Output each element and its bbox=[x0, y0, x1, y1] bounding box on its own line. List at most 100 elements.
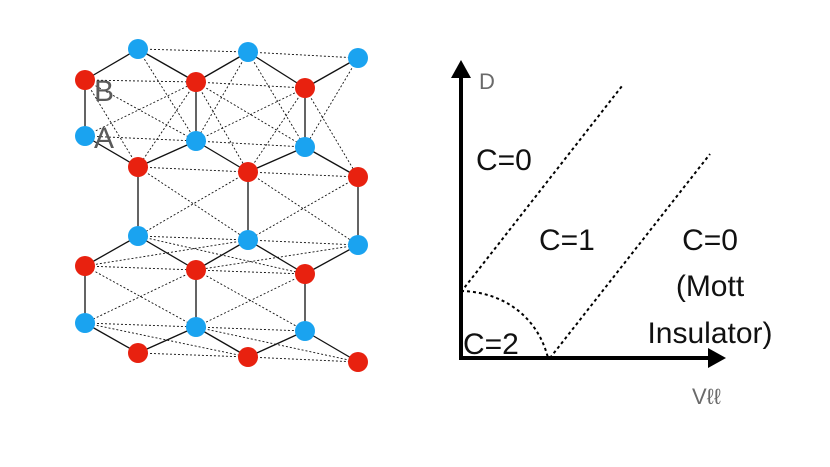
nearest-neighbor-bond bbox=[304, 146, 359, 178]
second-neighbor-bond bbox=[195, 140, 306, 148]
nearest-neighbor-bond bbox=[304, 57, 359, 89]
site-a bbox=[128, 226, 148, 246]
second-neighbor-bond bbox=[84, 79, 139, 168]
site-a bbox=[186, 131, 206, 151]
site-b bbox=[186, 260, 206, 280]
nearest-neighbor-bond bbox=[137, 140, 197, 168]
nearest-neighbor-bond bbox=[247, 51, 306, 89]
second-neighbor-bond bbox=[137, 48, 197, 142]
nearest-neighbor-bond bbox=[247, 146, 306, 173]
second-neighbor-bond bbox=[137, 166, 249, 173]
site-a bbox=[238, 230, 258, 250]
nearest-neighbor-bond bbox=[304, 244, 359, 275]
second-neighbor-bond bbox=[137, 166, 249, 241]
second-neighbor-bond bbox=[195, 269, 306, 275]
second-neighbor-bond bbox=[195, 51, 249, 142]
phase-diagram: D Vℓℓ C=0 C=1 C=0 (Mott Insulator) C=2 bbox=[451, 60, 773, 409]
second-neighbor-bond bbox=[137, 171, 249, 237]
second-neighbor-bond bbox=[137, 81, 197, 168]
lattice-sites bbox=[75, 39, 368, 372]
second-neighbor-bond bbox=[195, 273, 306, 328]
site-a bbox=[295, 137, 315, 157]
nearest-neighbor-bond bbox=[137, 235, 197, 271]
site-a bbox=[128, 39, 148, 59]
nearest-neighbor-bond bbox=[84, 235, 139, 267]
phase-label-c0-left: C=0 bbox=[476, 144, 532, 177]
nearest-neighbor-bond bbox=[247, 330, 306, 358]
second-neighbor-bond bbox=[137, 48, 249, 53]
sublattice-label-b: B bbox=[94, 75, 114, 108]
second-neighbor-bond bbox=[84, 81, 197, 137]
second-neighbor-bond bbox=[304, 87, 359, 178]
y-axis-arrow-icon bbox=[451, 60, 471, 78]
site-a bbox=[75, 313, 95, 333]
phase-label-c0-right: C=0 bbox=[682, 224, 738, 257]
second-neighbor-bond bbox=[247, 51, 306, 148]
x-axis-label: Vℓℓ bbox=[692, 384, 722, 409]
site-b bbox=[75, 70, 95, 90]
honeycomb-lattice: B A bbox=[75, 39, 368, 372]
phase-label-insulator: Insulator) bbox=[647, 317, 772, 350]
site-a bbox=[186, 317, 206, 337]
phase-label-c1: C=1 bbox=[539, 224, 595, 257]
nearest-neighbor-bond bbox=[84, 48, 139, 81]
nearest-neighbor-bond bbox=[247, 239, 306, 275]
second-neighbor-bond bbox=[84, 79, 197, 83]
x-axis-arrow-icon bbox=[708, 348, 726, 368]
nearest-neighbor-bond bbox=[84, 322, 139, 354]
site-a bbox=[348, 48, 368, 68]
site-a bbox=[75, 126, 95, 146]
site-b bbox=[295, 264, 315, 284]
site-a bbox=[348, 235, 368, 255]
second-neighbor-bond bbox=[247, 176, 359, 241]
phase-boundary-c2 bbox=[460, 290, 549, 359]
site-b bbox=[295, 78, 315, 98]
second-neighbor-bond bbox=[84, 79, 197, 142]
site-b bbox=[238, 162, 258, 182]
y-axis-label: D bbox=[479, 69, 495, 94]
phase-label-c2: C=2 bbox=[463, 328, 519, 361]
site-b bbox=[186, 72, 206, 92]
nearest-neighbor-bond bbox=[84, 135, 139, 168]
second-neighbor-bond bbox=[84, 265, 197, 271]
second-neighbor-bond bbox=[247, 171, 359, 178]
site-b bbox=[75, 256, 95, 276]
second-neighbor-bond bbox=[84, 322, 197, 328]
nearest-neighbor-bond bbox=[195, 140, 249, 173]
second-neighbor-bond bbox=[247, 87, 306, 173]
second-neighbor-bond bbox=[195, 87, 306, 142]
nearest-neighbor-bond bbox=[137, 48, 197, 83]
site-b bbox=[348, 352, 368, 372]
site-a bbox=[238, 42, 258, 62]
second-neighbor-bond bbox=[195, 81, 306, 148]
second-neighbor-bond bbox=[247, 239, 359, 246]
second-neighbor-bond bbox=[84, 135, 197, 142]
second-neighbor-bond bbox=[247, 356, 359, 363]
site-b bbox=[238, 347, 258, 367]
site-b bbox=[128, 343, 148, 363]
nearest-neighbor-bonds bbox=[84, 48, 359, 363]
second-neighbor-bond bbox=[247, 51, 359, 59]
nearest-neighbor-bond bbox=[195, 51, 249, 83]
second-neighbor-bond bbox=[195, 326, 359, 363]
phase-label-mott: (Mott bbox=[676, 270, 745, 303]
site-b bbox=[128, 157, 148, 177]
nearest-neighbor-bond bbox=[195, 326, 249, 358]
second-neighbor-bond bbox=[195, 269, 306, 332]
second-neighbor-bond bbox=[304, 57, 359, 148]
second-neighbor-bond bbox=[195, 81, 249, 173]
second-neighbor-bonds bbox=[84, 48, 359, 363]
nearest-neighbor-bond bbox=[137, 326, 197, 354]
phase-boundary-left bbox=[460, 85, 623, 293]
site-b bbox=[348, 167, 368, 187]
sublattice-label-a: A bbox=[94, 122, 114, 155]
second-neighbor-bond bbox=[84, 239, 249, 267]
second-neighbor-bond bbox=[84, 265, 197, 328]
second-neighbor-bond bbox=[247, 171, 359, 246]
nearest-neighbor-bond bbox=[304, 330, 359, 363]
second-neighbor-bond bbox=[195, 81, 306, 89]
phase-boundary-right bbox=[549, 153, 711, 359]
nearest-neighbor-bond bbox=[195, 239, 249, 271]
site-a bbox=[295, 321, 315, 341]
